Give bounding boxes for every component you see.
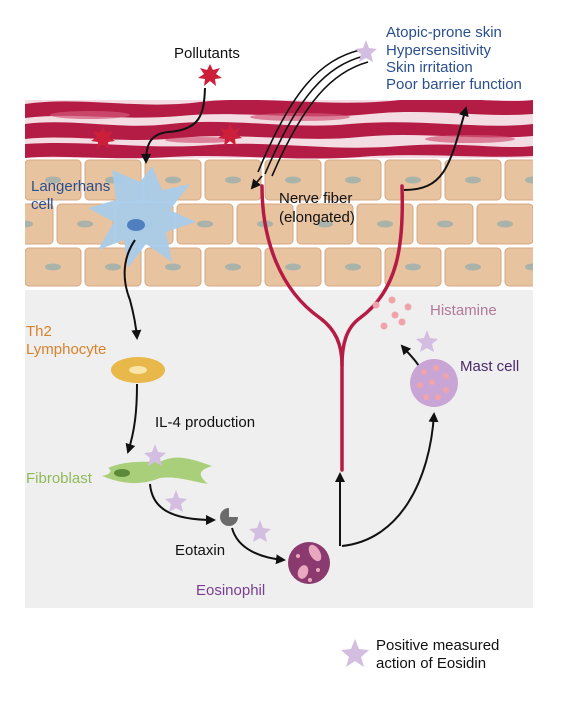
keratinocyte-nucleus — [377, 220, 393, 228]
keratinocyte-nucleus — [285, 263, 301, 271]
arrow-eosinophil-to-mastcell — [341, 412, 439, 547]
langerhans-cell-shape — [88, 166, 196, 268]
arrow-eotaxin-to-eosinophil — [231, 527, 286, 565]
pollutant-burst — [218, 124, 242, 146]
keratinocyte-nucleus — [25, 220, 33, 228]
keratinocyte-nucleus — [437, 220, 453, 228]
pollutant-burst — [91, 127, 115, 149]
label-th2-1: Th2 — [26, 323, 52, 340]
label-il4: IL-4 production — [155, 414, 255, 431]
keratinocyte-nucleus — [525, 263, 533, 271]
keratinocyte-nucleus — [197, 220, 213, 228]
label-nerve-fiber-2: (elongated) — [279, 209, 355, 226]
pollutant-bursts — [91, 64, 242, 149]
eotaxin-molecule — [220, 508, 238, 526]
label-th2-2: Lymphocyte — [26, 341, 106, 358]
arrow-langerhans-to-th2 — [123, 239, 142, 340]
stratum-corneum — [25, 100, 533, 159]
label-pollutants: Pollutants — [174, 45, 240, 62]
keratinocyte-nucleus — [465, 263, 481, 271]
legend-text-2: action of Eosidin — [376, 655, 486, 672]
keratinocyte-nucleus — [557, 221, 573, 228]
keratinocyte-nucleus — [225, 263, 241, 271]
keratinocyte-nucleus — [45, 263, 61, 271]
itch-signal-lines — [250, 49, 369, 190]
keratinocyte — [504, 159, 533, 201]
histamine-molecules — [372, 296, 412, 330]
label-langerhans-2: cell — [31, 196, 54, 213]
keratinocyte-nucleus — [465, 176, 481, 184]
keratinocyte-nucleus — [285, 176, 301, 184]
keratinocyte-nucleus — [345, 176, 361, 184]
keratinocyte-layer — [25, 159, 573, 287]
symptom-item: Hypersensitivity — [386, 42, 492, 59]
keratinocyte-nucleus — [225, 176, 241, 184]
eosidin-star-icon — [249, 520, 271, 542]
keratinocyte-nucleus — [405, 263, 421, 271]
eosidin-star-icon — [165, 490, 187, 512]
label-mast-cell: Mast cell — [460, 358, 519, 375]
keratinocyte-nucleus — [317, 220, 333, 228]
fibroblast-cell — [102, 457, 212, 484]
keratinocyte-nucleus — [45, 176, 61, 184]
label-eosinophil: Eosinophil — [196, 582, 265, 599]
mast-cell — [410, 359, 458, 407]
symptom-item: Poor barrier function — [386, 76, 522, 93]
keratinocyte-nucleus — [345, 263, 361, 271]
legend-text-1: Positive measured — [376, 637, 499, 654]
label-nerve-fiber-1: Nerve fiber — [279, 190, 352, 207]
nerve-fiber — [260, 184, 405, 472]
arrows — [123, 87, 469, 565]
keratinocyte-nucleus — [525, 176, 533, 184]
symptom-item: Atopic-prone skin — [386, 24, 502, 41]
label-fibroblast: Fibroblast — [26, 470, 93, 487]
eosidin-star-icon — [144, 444, 166, 466]
keratinocyte-nucleus — [165, 176, 181, 184]
arrow-pollutant-to-skin — [141, 87, 206, 164]
keratinocyte-nucleus — [497, 220, 513, 228]
keratinocyte — [504, 247, 533, 287]
label-histamine: Histamine — [430, 302, 497, 319]
arrow-nerve-to-symptoms — [403, 106, 469, 191]
arrow-fibroblast-to-eotaxin — [149, 483, 216, 525]
symptom-item: Skin irritation — [386, 59, 473, 76]
keratinocyte — [25, 203, 54, 245]
label-eotaxin: Eotaxin — [175, 542, 225, 559]
eosidin-star-icon — [355, 40, 377, 62]
pollutant-burst — [198, 64, 222, 86]
eosidin-stars — [144, 40, 438, 667]
label-langerhans-1: Langerhans — [31, 178, 110, 195]
keratinocyte-nucleus — [165, 263, 181, 271]
th2-lymphocyte-cell — [111, 357, 165, 383]
eosinophil-cell — [288, 542, 330, 584]
keratinocyte — [537, 204, 573, 244]
keratinocyte-nucleus — [105, 263, 121, 271]
keratinocyte-nucleus — [77, 220, 93, 228]
arrow-th2-to-fibroblast — [125, 383, 138, 454]
legend-star-icon — [341, 639, 369, 667]
eosidin-star-icon — [416, 330, 438, 352]
keratinocyte-nucleus — [405, 176, 421, 184]
